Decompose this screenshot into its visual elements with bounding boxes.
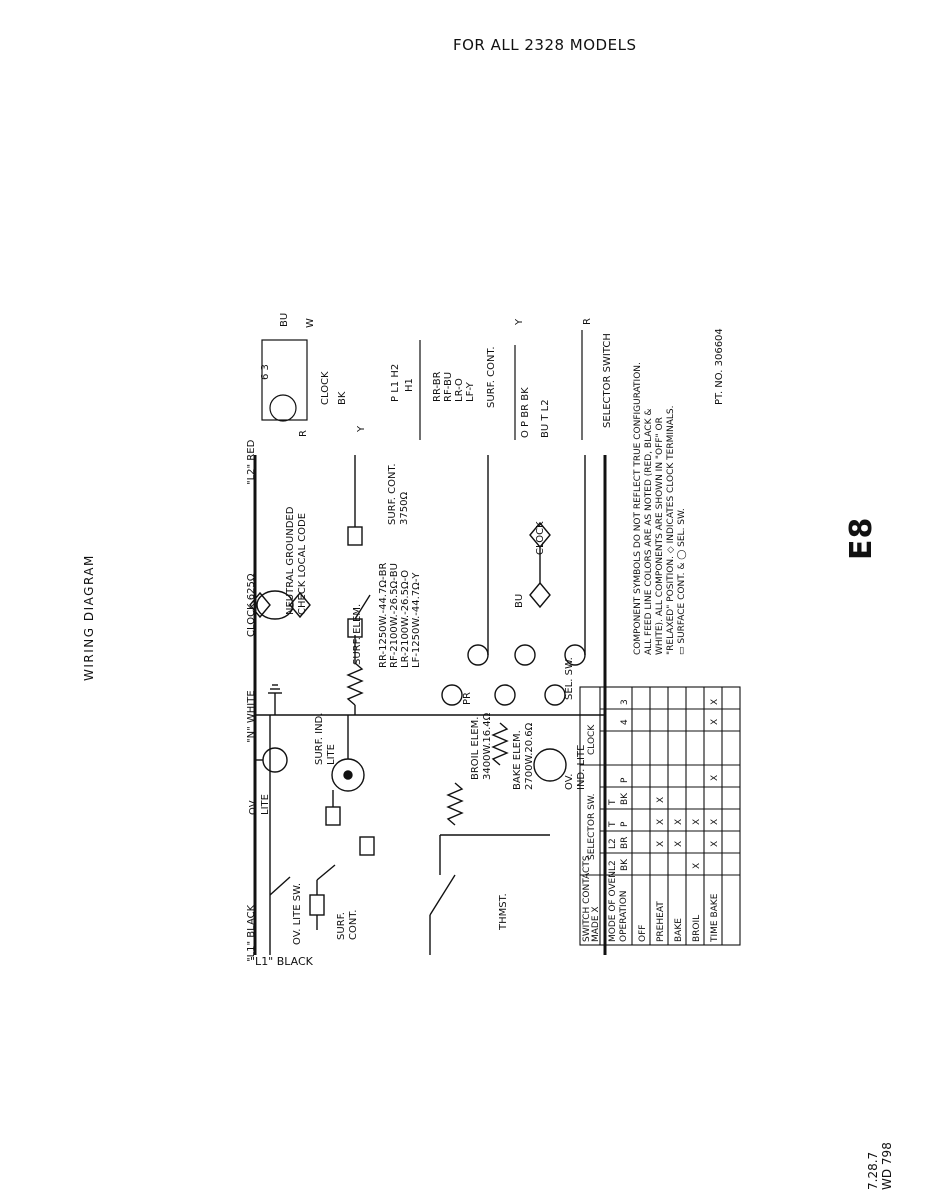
inset-sel-r: R — [582, 318, 593, 325]
bake-elem-resistor — [491, 722, 509, 766]
inset-bk: BK — [337, 391, 348, 405]
label-sel-sw: SEL. SW. — [564, 657, 575, 700]
svg-text:T: T — [608, 799, 618, 806]
row-mode-bake: BAKE — [674, 918, 684, 942]
svg-text:P: P — [620, 777, 630, 783]
svg-text:X: X — [656, 841, 666, 847]
page-header-title: FOR ALL 2328 MODELS — [453, 36, 637, 54]
label-l1-black: "L1" BLACK — [246, 904, 257, 962]
surf-cont-h1-box — [359, 836, 375, 856]
svg-text:3: 3 — [620, 699, 630, 705]
svg-text:SWITCH CONTACTS: SWITCH CONTACTS — [582, 855, 592, 942]
label-l2-red: "L2" RED — [246, 439, 257, 485]
label-broil-elem: BROIL ELEM.3400W.16.4Ω — [470, 712, 493, 780]
svg-text:4: 4 — [620, 719, 630, 725]
surf-cont-p-box — [325, 806, 341, 826]
inset-sel-terms-2: BU T L2 — [540, 399, 551, 438]
svg-text:X: X — [692, 863, 702, 869]
svg-text:T: T — [608, 821, 618, 828]
svg-text:L2: L2 — [608, 860, 618, 871]
sel-bk-terminal — [494, 684, 516, 706]
ov-ind-lite-symbol — [533, 748, 567, 782]
inset-sel-terms-1: O P BR BK — [520, 387, 531, 438]
label-ov-lite: OV.LITE — [248, 794, 271, 815]
sel-t-terminal — [514, 644, 536, 666]
label-surf-elem: SURF. ELEM. — [352, 604, 363, 665]
svg-text:X: X — [710, 699, 720, 705]
inset-sc-terms-2: H1 — [404, 378, 415, 392]
label-surf-ind-lite: SURF. IND.LITE — [314, 713, 337, 765]
sel-l2-terminal-a — [467, 644, 489, 666]
clock-terminal-3 — [529, 581, 551, 609]
svg-text:X: X — [656, 819, 666, 825]
label-clock-2: CLOCK — [535, 521, 546, 555]
sel-p-terminal — [544, 684, 566, 706]
svg-text:X: X — [674, 819, 684, 825]
svg-text:X: X — [674, 841, 684, 847]
label-surf-elem-specs: RR-1250W.-44.7Ω-BRRF-2100W.-26.5Ω-BU LR-… — [378, 560, 422, 668]
l1-label: "L1" BLACK — [250, 955, 314, 968]
row-mode-off: OFF — [638, 925, 648, 942]
label-thermostat: THMST. — [498, 893, 509, 931]
svg-text:X: X — [656, 797, 666, 803]
inset-sel-y: Y — [514, 318, 525, 326]
label-clock: CLOCK 625Ω — [246, 573, 257, 637]
svg-text:BK: BK — [620, 858, 630, 871]
sel-br-terminal — [441, 684, 463, 706]
inset-sc-terms-1: P L1 H2 — [390, 364, 401, 402]
svg-text:X: X — [710, 819, 720, 825]
svg-text:X: X — [710, 719, 720, 725]
inset-surf-cont-legend: RR-BRRF-BULR-OLF-Y — [432, 371, 476, 402]
svg-text:X: X — [710, 841, 720, 847]
label-ov-ind-lite: OV.IND. LITE — [564, 745, 587, 790]
notes-text: COMPONENT SYMBOLS DO NOT REFLECT TRUE CO… — [633, 359, 687, 655]
clock-terminal-4b — [529, 521, 551, 549]
label-n-white: "N" WHITE — [246, 690, 257, 743]
svg-text:SELECTOR SW.: SELECTOR SW. — [587, 793, 597, 860]
svg-text:OPERATION: OPERATION — [619, 890, 629, 942]
label-bu: BU — [514, 594, 525, 608]
inset-y: Y — [356, 425, 367, 433]
label-neutral: NEUTRAL GROUNDEDCHECK LOCAL CODE — [285, 506, 308, 615]
inset-clock-terms: 6 3 — [260, 364, 271, 380]
svg-text:P: P — [620, 821, 630, 827]
inset-clock-title: CLOCK — [320, 371, 331, 405]
row-mode-time-bake: TIME BAKE — [710, 893, 720, 943]
label-bake-elem: BAKE ELEM.2700W.20.6Ω — [512, 722, 535, 790]
inset-clock-box — [261, 339, 308, 421]
surf-cont-l2-box — [347, 526, 363, 546]
svg-text:CLOCK: CLOCK — [587, 724, 597, 755]
switch-contacts-table: SWITCH CONTACTS MADE X MODE OF OVEN OPER… — [579, 686, 741, 946]
clock-terminal-4 — [289, 591, 311, 619]
label-surf-cont: SURF.CONT. — [336, 910, 359, 940]
surf-elem-resistor — [346, 662, 364, 706]
label-ov-lite-sw: OV. LITE SW. — [292, 883, 303, 945]
broil-elem-resistor — [446, 782, 464, 826]
inset-selector-title: SELECTOR SWITCH — [602, 333, 613, 428]
svg-text:X: X — [692, 819, 702, 825]
surf-cont-l1-box — [309, 894, 325, 916]
svg-text:BR: BR — [620, 837, 630, 849]
label-pr: PR — [462, 692, 473, 705]
clock-terminal-6 — [249, 591, 271, 619]
svg-text:X: X — [710, 775, 720, 781]
inset-r: R — [298, 430, 309, 437]
svg-text:L2: L2 — [608, 838, 618, 849]
label-surf-cont-right: SURF. CONT.3750Ω — [387, 463, 410, 525]
part-number: PT. NO. 306604 — [714, 328, 725, 405]
row-mode-preheat: PREHEAT — [656, 901, 666, 942]
inset-bu: BU — [279, 313, 290, 327]
svg-text:MODE OF OVEN: MODE OF OVEN — [608, 871, 618, 942]
inset-w: W — [305, 318, 316, 328]
svg-text:BK: BK — [620, 792, 630, 805]
row-mode-broil: BROIL — [692, 915, 702, 942]
clock-motor — [256, 590, 294, 620]
svg-text:MADE X: MADE X — [591, 906, 601, 942]
inset-surf-cont-title: SURF. CONT. — [486, 346, 497, 408]
